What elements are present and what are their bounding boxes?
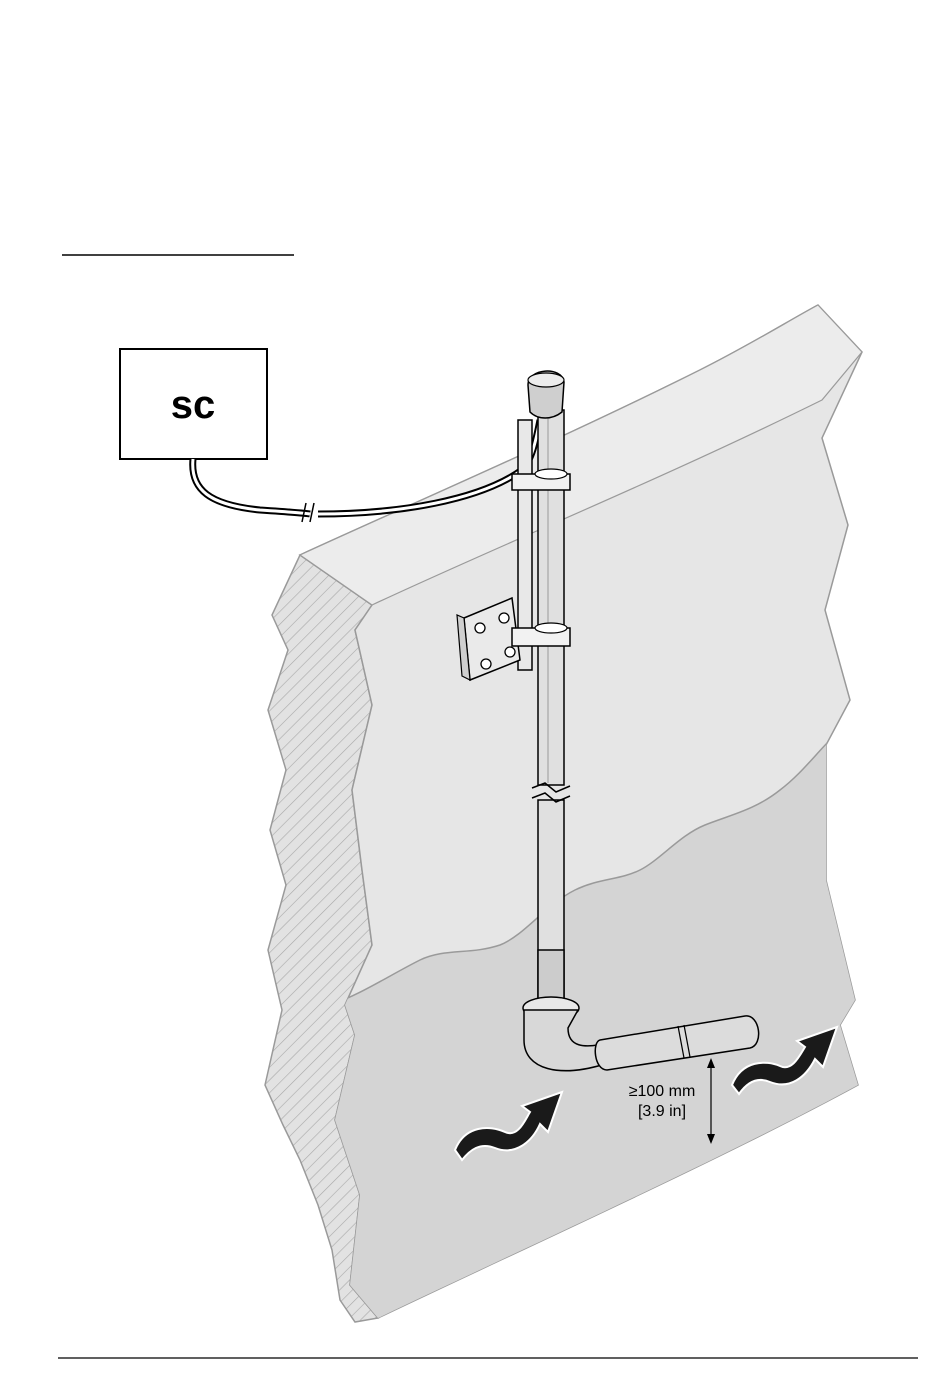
pole-upper — [538, 410, 564, 785]
dimension-imperial: [3.9 in] — [638, 1103, 686, 1120]
bracket-bolt — [499, 613, 509, 623]
pole-submerged — [538, 950, 564, 1000]
cable-break-mark-2 — [310, 503, 314, 522]
clamp-ring-lower — [535, 623, 567, 633]
dimension-value: ≥100 mm — [629, 1083, 696, 1100]
controller-label: sc — [171, 383, 216, 427]
pole-cap-top — [528, 373, 564, 387]
bracket-bolt — [475, 623, 485, 633]
sensor-cable — [193, 459, 310, 514]
bracket-bolt — [505, 647, 515, 657]
bracket-bolt — [481, 659, 491, 669]
clamp-ring-upper — [535, 469, 567, 479]
